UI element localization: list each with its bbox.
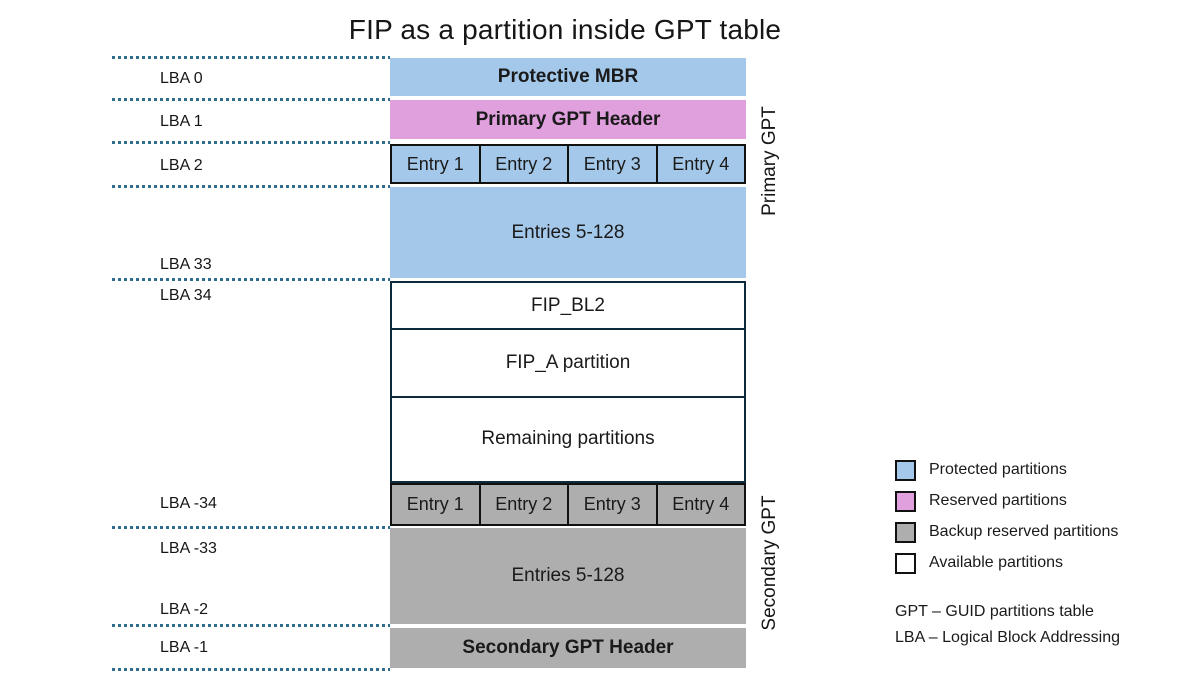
entry-cell: Entry 3 <box>569 485 658 524</box>
lba-label-0: LBA 0 <box>160 70 203 87</box>
lba-boundary-line <box>112 668 390 671</box>
legend-item-protected: Protected partitions <box>895 459 1118 481</box>
lba-label-m2: LBA -2 <box>160 601 209 618</box>
footnote-gpt: GPT – GUID partitions table <box>895 603 1094 620</box>
block-primary-entries-1-4: Entry 1 Entry 2 Entry 3 Entry 4 <box>390 144 746 184</box>
legend-item-available: Available partitions <box>895 552 1118 574</box>
lba-label-1: LBA 1 <box>160 113 203 130</box>
lba-label-2: LBA 2 <box>160 157 203 174</box>
footnotes: GPT – GUID partitions table LBA – Logica… <box>895 599 1120 651</box>
entry-cell: Entry 2 <box>480 485 569 524</box>
lba-label-33: LBA 33 <box>160 256 212 273</box>
entry-cell: Entry 4 <box>657 146 744 182</box>
entry-cell: Entry 4 <box>657 485 744 524</box>
entry-cell: Entry 3 <box>569 146 658 182</box>
legend-item-backup: Backup reserved partitions <box>895 521 1118 543</box>
lba-boundary-line <box>112 185 390 188</box>
block-protective-mbr: Protective MBR <box>390 58 746 96</box>
primary-gpt-side-label: Primary GPT <box>759 106 780 216</box>
available-swatch-icon <box>895 552 916 574</box>
lba-label-m1: LBA -1 <box>160 639 209 656</box>
lba-boundary-line <box>112 278 390 281</box>
reserved-swatch-icon <box>895 490 916 512</box>
lba-boundary-line <box>112 56 390 59</box>
lba-label-m33: LBA -33 <box>160 540 217 557</box>
block-secondary-entries-5-128: Entries 5-128 <box>390 528 746 624</box>
entry-cell: Entry 1 <box>392 485 481 524</box>
lba-label-m34: LBA -34 <box>160 495 217 512</box>
block-fip-a-partition: FIP_A partition <box>390 328 746 398</box>
entry-cell: Entry 2 <box>480 146 569 182</box>
entry-cell: Entry 1 <box>392 146 481 182</box>
block-primary-gpt-header: Primary GPT Header <box>390 100 746 139</box>
legend: Protected partitions Reserved partitions… <box>895 459 1118 583</box>
lba-boundary-line <box>112 141 390 144</box>
lba-boundary-line <box>112 98 390 101</box>
block-secondary-gpt-header: Secondary GPT Header <box>390 628 746 668</box>
lba-boundary-line <box>112 526 390 529</box>
legend-label: Backup reserved partitions <box>929 523 1119 540</box>
block-remaining-partitions: Remaining partitions <box>390 395 746 483</box>
legend-item-reserved: Reserved partitions <box>895 490 1118 512</box>
secondary-gpt-side-label: Secondary GPT <box>759 495 780 631</box>
lba-boundary-line <box>112 624 390 627</box>
backup-swatch-icon <box>895 521 916 543</box>
footnote-lba: LBA – Logical Block Addressing <box>895 629 1121 646</box>
lba-label-34: LBA 34 <box>160 287 212 304</box>
block-primary-entries-5-128: Entries 5-128 <box>390 187 746 278</box>
block-fip-bl2: FIP_BL2 <box>390 281 746 330</box>
legend-label: Protected partitions <box>929 461 1067 478</box>
protected-swatch-icon <box>895 459 916 481</box>
diagram-title: FIP as a partition inside GPT table <box>348 14 782 45</box>
legend-label: Reserved partitions <box>929 492 1067 509</box>
block-secondary-entries-1-4: Entry 1 Entry 2 Entry 3 Entry 4 <box>390 483 746 526</box>
legend-label: Available partitions <box>929 554 1064 571</box>
